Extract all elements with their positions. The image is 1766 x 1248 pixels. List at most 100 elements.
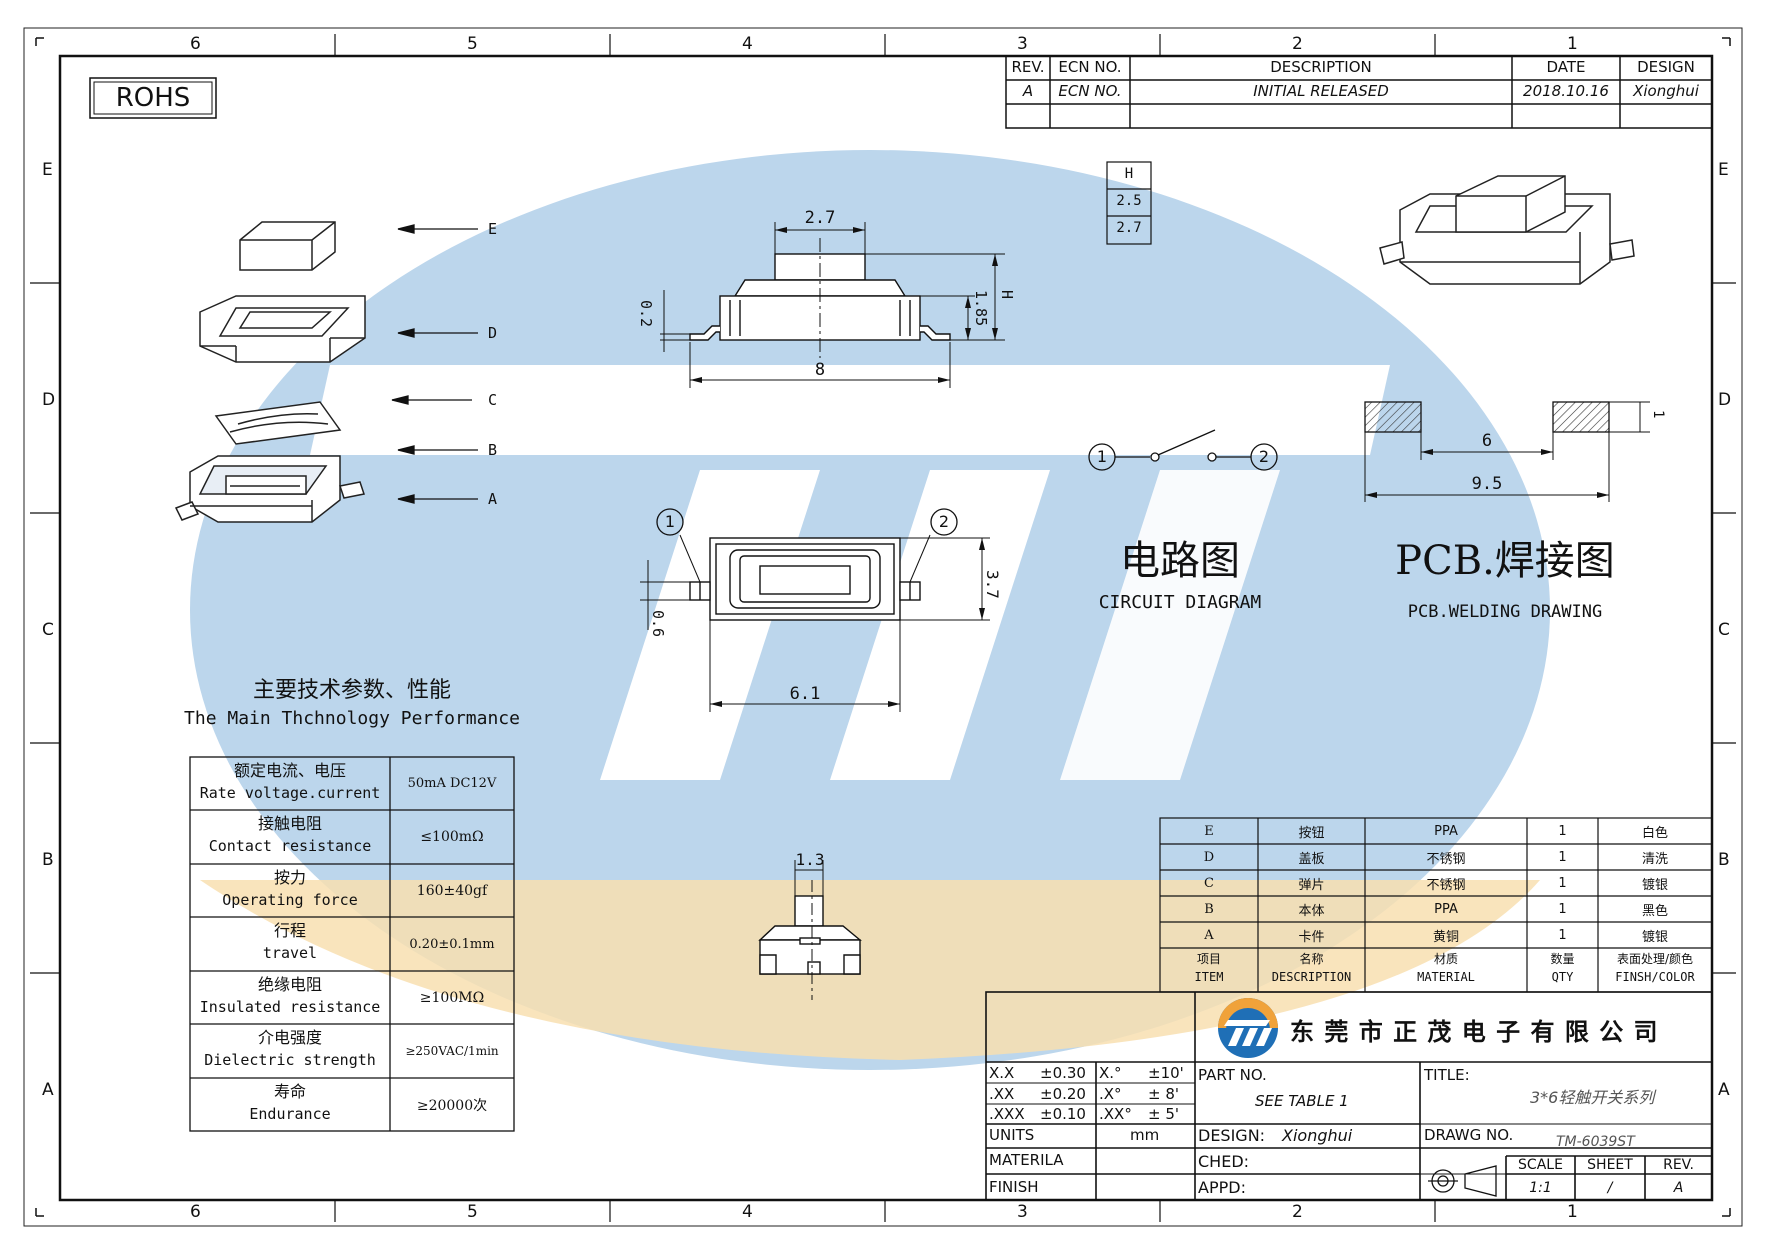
bom-finish: 清洗 [1641,851,1668,867]
rev-value-title: A [1673,1180,1684,1196]
dim-top-width: 2.7 [804,208,836,228]
zone-row-e-left: E [42,160,53,180]
performance-title-cn: 主要技术参数、性能 [252,678,451,703]
param-cn: 行程 [273,921,306,940]
sheet-label: SHEET [1587,1157,1633,1173]
bom-material: 不锈钢 [1426,877,1466,893]
zone-row-e-right: E [1718,160,1729,180]
table-row: 绝缘电阻 Insulated resistance [190,974,390,1018]
bom-header-name: 名称 DESCRIPTION [1258,950,1365,986]
part-d-cover [199,295,366,363]
bom-header-name-en: DESCRIPTION [1271,970,1352,984]
bom-material: 不锈钢 [1426,851,1466,867]
param-en: Rate voltage.current [199,784,381,802]
rev-header: REV. [1011,58,1045,76]
param-cn: 额定电流、电压 [233,761,346,780]
param-cn: 介电强度 [257,1028,322,1047]
bom-header-item: 项目 ITEM [1160,950,1258,986]
assembled-view [1379,175,1635,285]
date-value: 2018.10.16 [1523,82,1609,100]
terminal-2-label: 2 [938,512,950,531]
zone-col-1-top: 1 [1567,34,1578,54]
param-en: Dielectric strength [204,1051,376,1069]
tol-b: ±0.20 [1040,1085,1086,1103]
dim-lead-thickness: 0.2 [637,300,655,328]
param-value: ≥20000次 [416,1097,488,1114]
part-e-button [239,221,336,271]
front-view [758,860,862,1000]
bom-name: 按钮 [1298,825,1325,841]
bom-header-finish-cn: 表面处理/颜色 [1616,952,1694,966]
table-row: 按力 Operating force [190,867,390,911]
param-value: ≥250VAC/1min [405,1044,499,1058]
param-en: Operating force [222,891,358,909]
bom-header-qty-en: QTY [1551,970,1574,984]
zone-col-2-top: 2 [1292,34,1303,54]
scale-value: 1:1 [1529,1180,1552,1196]
drawg-no-value: TM-6039ST [1556,1134,1635,1150]
tol-c: .XX° [1099,1105,1132,1123]
zone-col-3-top: 3 [1017,34,1028,54]
bom-header-item-cn: 项目 [1196,952,1221,966]
bom-name: 卡件 [1298,929,1325,945]
bom-name: 盖板 [1298,851,1325,867]
tol-a: .XXX [989,1105,1025,1123]
dim-lead-width: 0.6 [649,610,667,638]
bom-finish: 黑色 [1641,903,1668,919]
bom-material: PPA [1434,823,1458,839]
sheet-value: / [1607,1180,1613,1196]
h-table-header: H [1124,166,1134,182]
h-table-value: 2.5 [1116,193,1142,209]
tol-d: ± 8' [1148,1085,1180,1103]
zone-row-a-right: A [1718,1080,1730,1100]
table-row: 接触电阻 Contact resistance [190,813,390,857]
zone-col-4-bottom: 4 [742,1202,753,1222]
circuit-title-en: CIRCUIT DIAGRAM [1098,592,1262,613]
bom-item: E [1204,823,1214,839]
title-label: TITLE: [1424,1066,1470,1084]
ecn-value: ECN NO. [1058,82,1122,100]
tol-b: ±0.30 [1040,1064,1086,1082]
rev-value: A [1022,82,1034,100]
part-no-value: SEE TABLE 1 [1255,1092,1349,1110]
exploded-label-b: B [488,441,498,459]
performance-title-en: The Main Thchnology Performance [184,708,520,729]
scale-label: SCALE [1518,1157,1563,1173]
bom-name: 弹片 [1298,877,1325,893]
rev-label: REV. [1663,1157,1694,1173]
design-value: Xionghui [1282,1126,1353,1145]
part-no-label: PART NO. [1198,1066,1267,1084]
param-cn: 绝缘电阻 [257,975,322,994]
bom-table-grid [1159,817,1713,993]
dim-body-height: 1.85 [972,290,990,327]
exploded-view [174,221,366,523]
tol-d: ±10' [1148,1064,1184,1082]
finish-label: FINISH [989,1178,1039,1196]
param-cn: 寿命 [273,1082,306,1101]
terminal-1-label: 1 [664,512,676,531]
h-table-value: 2.7 [1116,220,1142,236]
side-view [660,222,1005,388]
tol-b: ±0.10 [1040,1105,1086,1123]
zone-col-3-bottom: 3 [1017,1202,1028,1222]
ched-label: CHED: [1198,1152,1250,1171]
rohs-label: ROHS [115,83,191,113]
circuit-diagram [1088,429,1278,471]
zone-row-d-left: D [42,390,56,410]
zone-col-5-top: 5 [467,34,478,54]
drawg-no-label: DRAWG NO. [1424,1126,1514,1144]
bom-qty: 1 [1558,823,1567,839]
dim-height-h: H [998,290,1016,300]
bom-material: PPA [1434,901,1458,917]
materila-label: MATERILA [989,1151,1064,1169]
description-header: DESCRIPTION [1270,58,1372,76]
table-row: 介电强度 Dielectric strength [190,1027,390,1071]
zone-col-6-top: 6 [190,34,201,54]
circuit-terminal-1: 1 [1096,447,1108,466]
units-label: UNITS [989,1126,1035,1144]
performance-table-grid [189,756,515,1132]
exploded-label-c: C [488,391,498,409]
bom-header-material: 材质 MATERIAL [1365,950,1527,986]
zone-col-6-bottom: 6 [190,1202,201,1222]
date-header: DATE [1546,58,1586,76]
